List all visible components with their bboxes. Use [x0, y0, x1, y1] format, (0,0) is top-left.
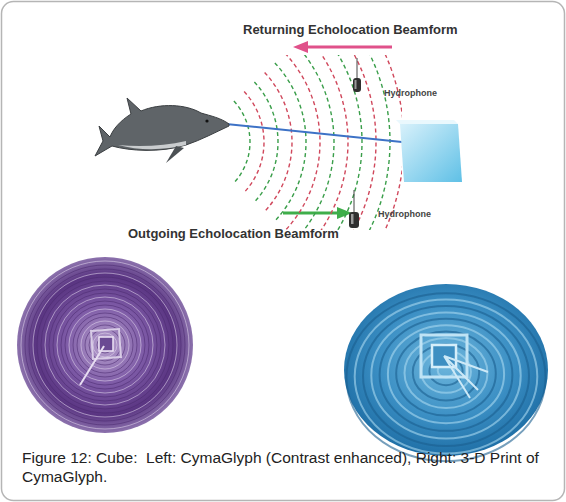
- arrow-label: Returning Echolocation Beamform: [243, 22, 458, 38]
- glyph-ring: [25, 265, 185, 425]
- glyph-ring: [33, 273, 177, 417]
- print-ridge: [380, 319, 513, 431]
- wave-arc: [275, 63, 306, 221]
- wave-arc: [316, 55, 362, 230]
- glyph-ring: [61, 301, 149, 389]
- return-arrow: [293, 41, 392, 53]
- echolocation-waves: [234, 55, 402, 230]
- print-ridge: [405, 338, 488, 408]
- hydrophone-symbol: [349, 190, 359, 228]
- glyph-ring: [45, 285, 165, 405]
- print-ridge: [413, 344, 479, 400]
- wave-arc: [265, 72, 292, 211]
- glyph-ring: [49, 289, 161, 401]
- print-ridge: [355, 300, 538, 454]
- glyph-ring: [37, 277, 173, 413]
- glyph-ring: [73, 313, 137, 377]
- wave-arc: [244, 92, 264, 193]
- glyph-ring: [53, 293, 157, 397]
- sonar-beam: [226, 124, 402, 142]
- wave-arc: [285, 55, 320, 230]
- hydrophone-symbol: [353, 58, 361, 92]
- wave-arc: [326, 55, 376, 230]
- wave-arc: [295, 55, 334, 230]
- glyph-ring: [57, 297, 153, 393]
- 3d-print-image: [344, 284, 548, 461]
- glyph-ring: [89, 329, 121, 361]
- glyph-ring: [93, 333, 117, 357]
- glyph-ring: [85, 325, 125, 365]
- glyph-ring: [21, 261, 189, 429]
- hydrophone-label: Hydrophone: [378, 209, 431, 220]
- print-ridge: [388, 325, 504, 423]
- wave-arc: [306, 55, 348, 230]
- figure-caption: Figure 12: Cube: Left: CymaGlyph (Contra…: [22, 448, 547, 487]
- cymaglyph-image: [17, 257, 193, 433]
- glyph-ring: [77, 317, 133, 373]
- print-ridge: [346, 293, 545, 461]
- hydrophone-label: Hydrophone: [384, 88, 437, 99]
- glyph-ring: [69, 309, 141, 381]
- glyph-ring: [41, 281, 169, 409]
- target-cube: [396, 120, 462, 182]
- dolphin: [95, 98, 229, 163]
- wave-arc: [234, 101, 250, 183]
- print-ridge: [396, 332, 496, 416]
- wave-arc: [254, 82, 278, 202]
- print-ridge: [363, 306, 529, 446]
- wave-arc: [347, 55, 402, 230]
- glyph-ring: [65, 305, 145, 385]
- glyph-ring: [29, 269, 181, 421]
- glyph-ring: [81, 321, 129, 369]
- arrow-label: Outgoing Echolocation Beamform: [128, 226, 339, 242]
- print-ridge: [371, 312, 520, 438]
- glyph-ring: [97, 337, 113, 353]
- wave-arc: [336, 55, 390, 230]
